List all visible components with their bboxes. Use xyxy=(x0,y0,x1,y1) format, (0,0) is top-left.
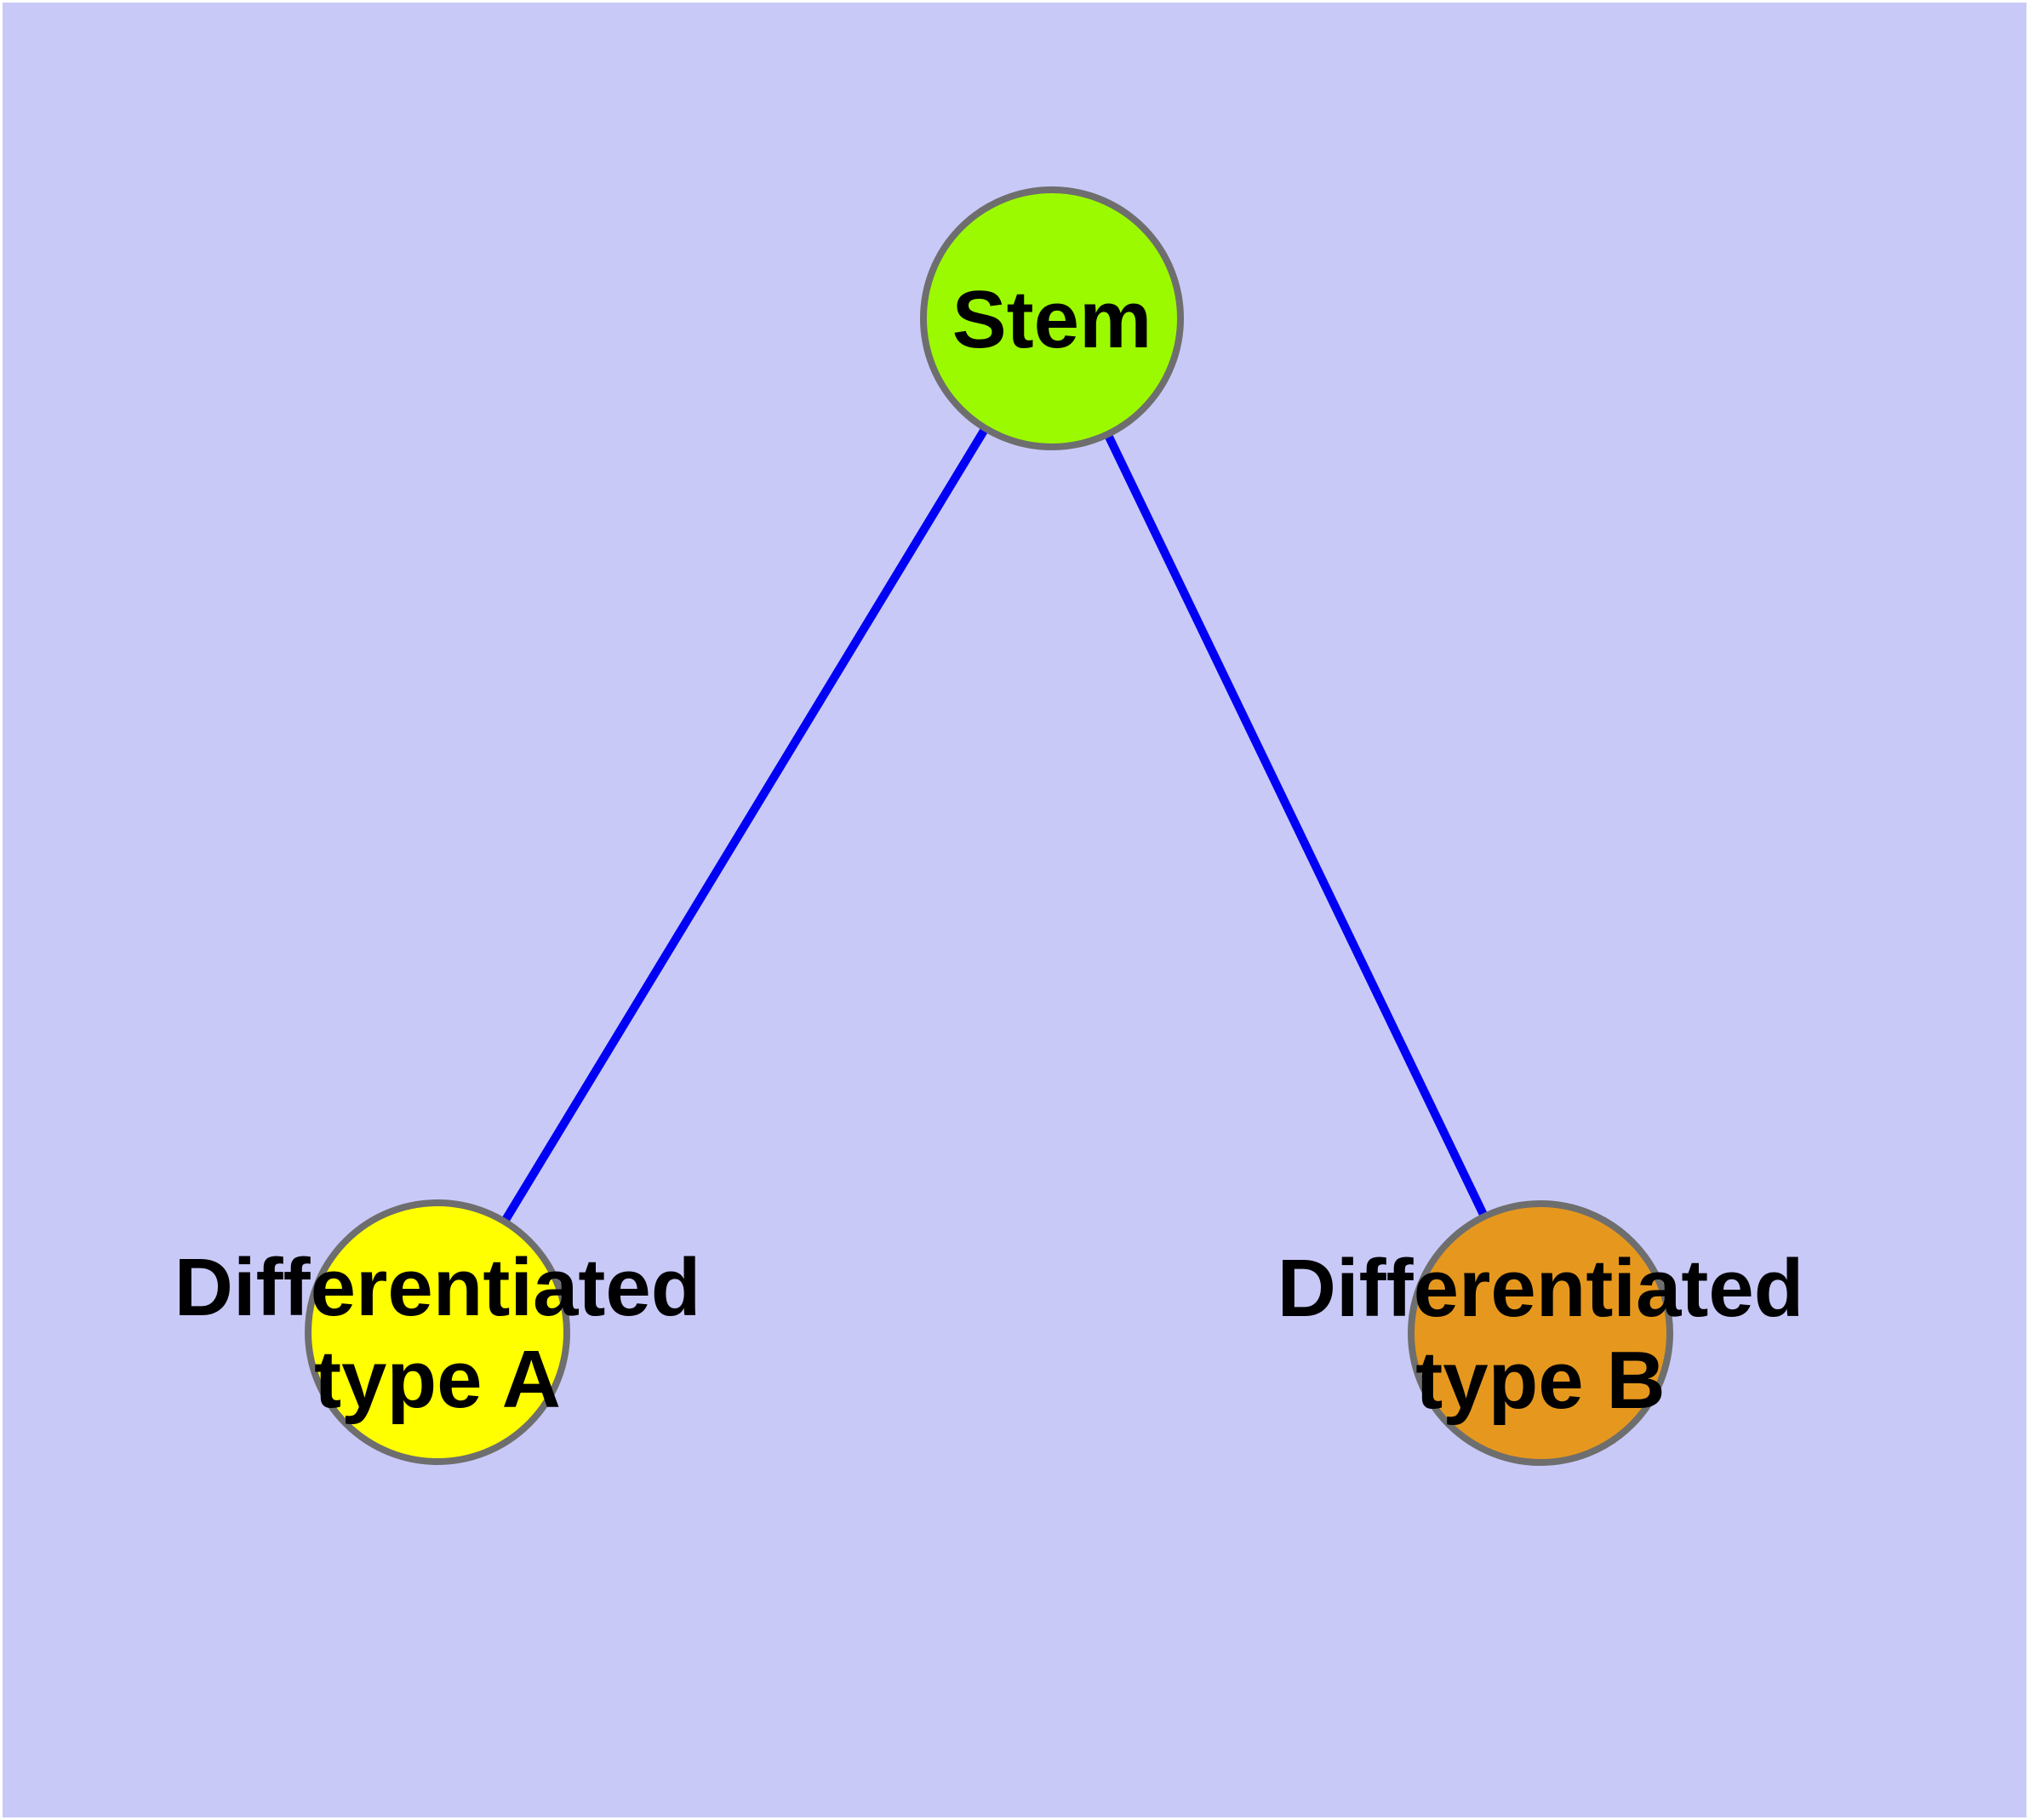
node-label-line: type A xyxy=(314,1334,561,1425)
node-label-stem: Stem xyxy=(952,274,1152,365)
node-label-line: type B xyxy=(1415,1335,1665,1426)
node-typeB[interactable] xyxy=(1408,1200,1673,1466)
node-label-line: Stem xyxy=(952,274,1152,365)
edge-stem-typeB xyxy=(1048,316,1545,1336)
node-label-line: Differentiated xyxy=(1277,1243,1804,1334)
nodes-layer xyxy=(305,186,1673,1466)
node-label-line: Differentiated xyxy=(174,1242,701,1333)
edge-stem-typeA xyxy=(433,316,1056,1335)
node-typeA[interactable] xyxy=(305,1199,570,1465)
edges-layer xyxy=(433,316,1545,1336)
node-stem[interactable] xyxy=(920,186,1184,450)
